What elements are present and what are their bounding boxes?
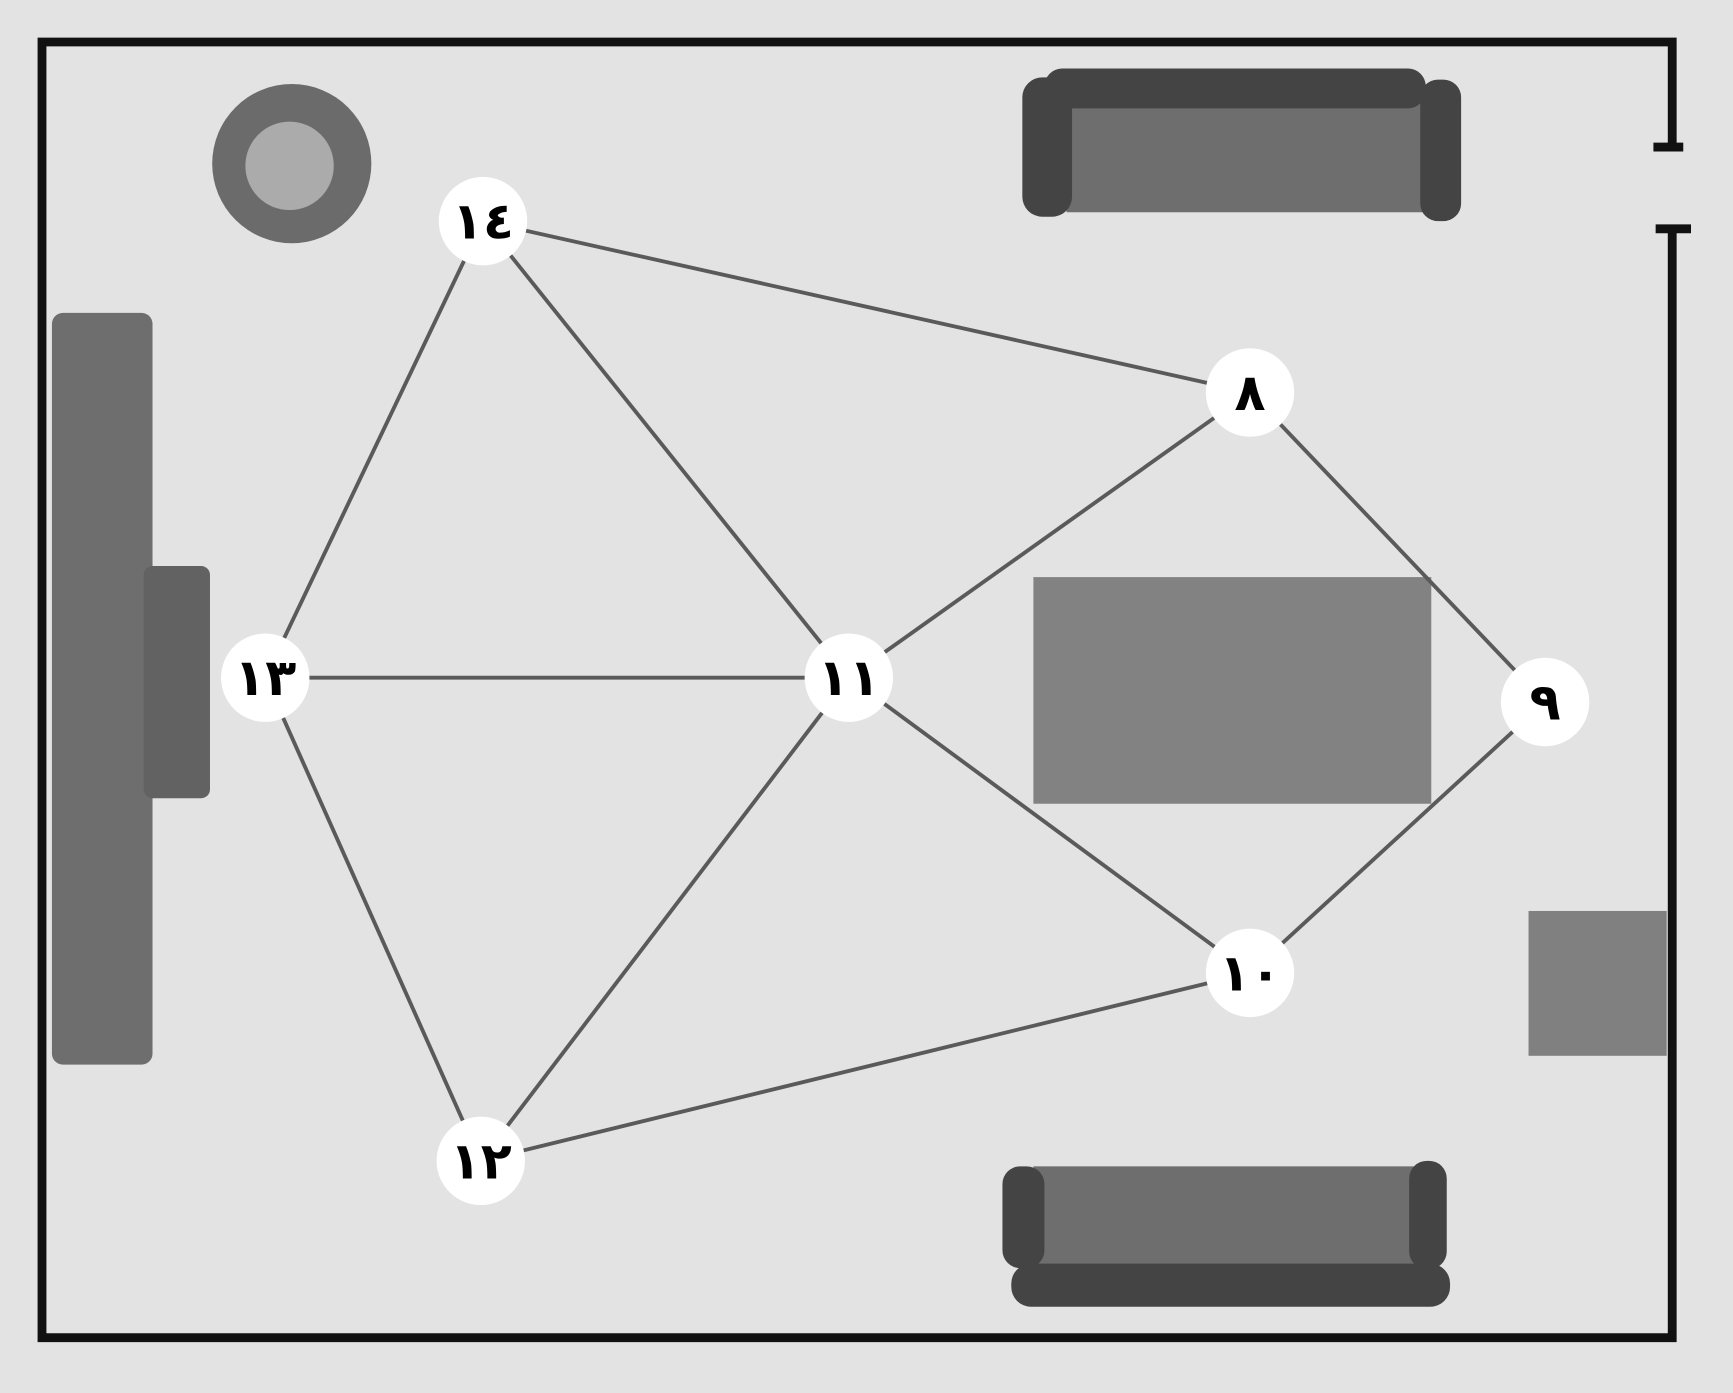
edge-14-13 <box>263 220 485 679</box>
node-label: ١٣ <box>234 648 296 707</box>
edge-11-12 <box>479 676 851 1163</box>
node-circle <box>1500 657 1590 747</box>
node-12: ١٢ <box>436 1116 525 1206</box>
node-label: ٨ <box>1235 363 1266 422</box>
center-table <box>1033 577 1432 804</box>
node-circle <box>436 1116 525 1206</box>
left-cabinet <box>51 312 210 1065</box>
node-label: ١٠ <box>1219 943 1281 1002</box>
sofa-bottom <box>1002 1160 1451 1307</box>
graph-edges <box>263 219 1547 1163</box>
node-circle <box>438 176 528 266</box>
edge-9-10 <box>1248 700 1547 975</box>
edge-13-12 <box>263 676 483 1162</box>
edge-12-10 <box>480 971 1251 1163</box>
node-circle <box>1205 348 1295 437</box>
node-label: ١٢ <box>450 1131 512 1190</box>
sofa-top <box>1022 68 1462 222</box>
node-circle <box>1205 928 1295 1018</box>
node-13: ١٣ <box>221 633 310 722</box>
edge-8-11 <box>847 390 1252 680</box>
round-table <box>212 84 372 244</box>
node-9: ٩ <box>1500 657 1590 747</box>
node-circle <box>804 633 894 722</box>
edge-14-11 <box>481 219 851 679</box>
wall-outline <box>37 37 1677 1343</box>
node-14: ١٤ <box>438 176 528 266</box>
edge-11-10 <box>847 676 1252 975</box>
node-label: ١١ <box>818 648 880 707</box>
side-unit <box>1528 910 1667 1056</box>
node-8: ٨ <box>1205 348 1295 437</box>
node-10: ١٠ <box>1205 928 1295 1018</box>
edge-8-9 <box>1248 391 1547 704</box>
node-label: ٩ <box>1530 673 1561 732</box>
edge-14-8 <box>482 219 1251 395</box>
graph-nodes: ١٤ ٨ ١٣ ١١ ٩ ١٠ ١٢ <box>221 176 1590 1206</box>
node-11: ١١ <box>804 633 894 722</box>
node-circle <box>221 633 310 722</box>
node-label: ١٤ <box>452 192 514 251</box>
room-walls <box>37 37 1692 1343</box>
